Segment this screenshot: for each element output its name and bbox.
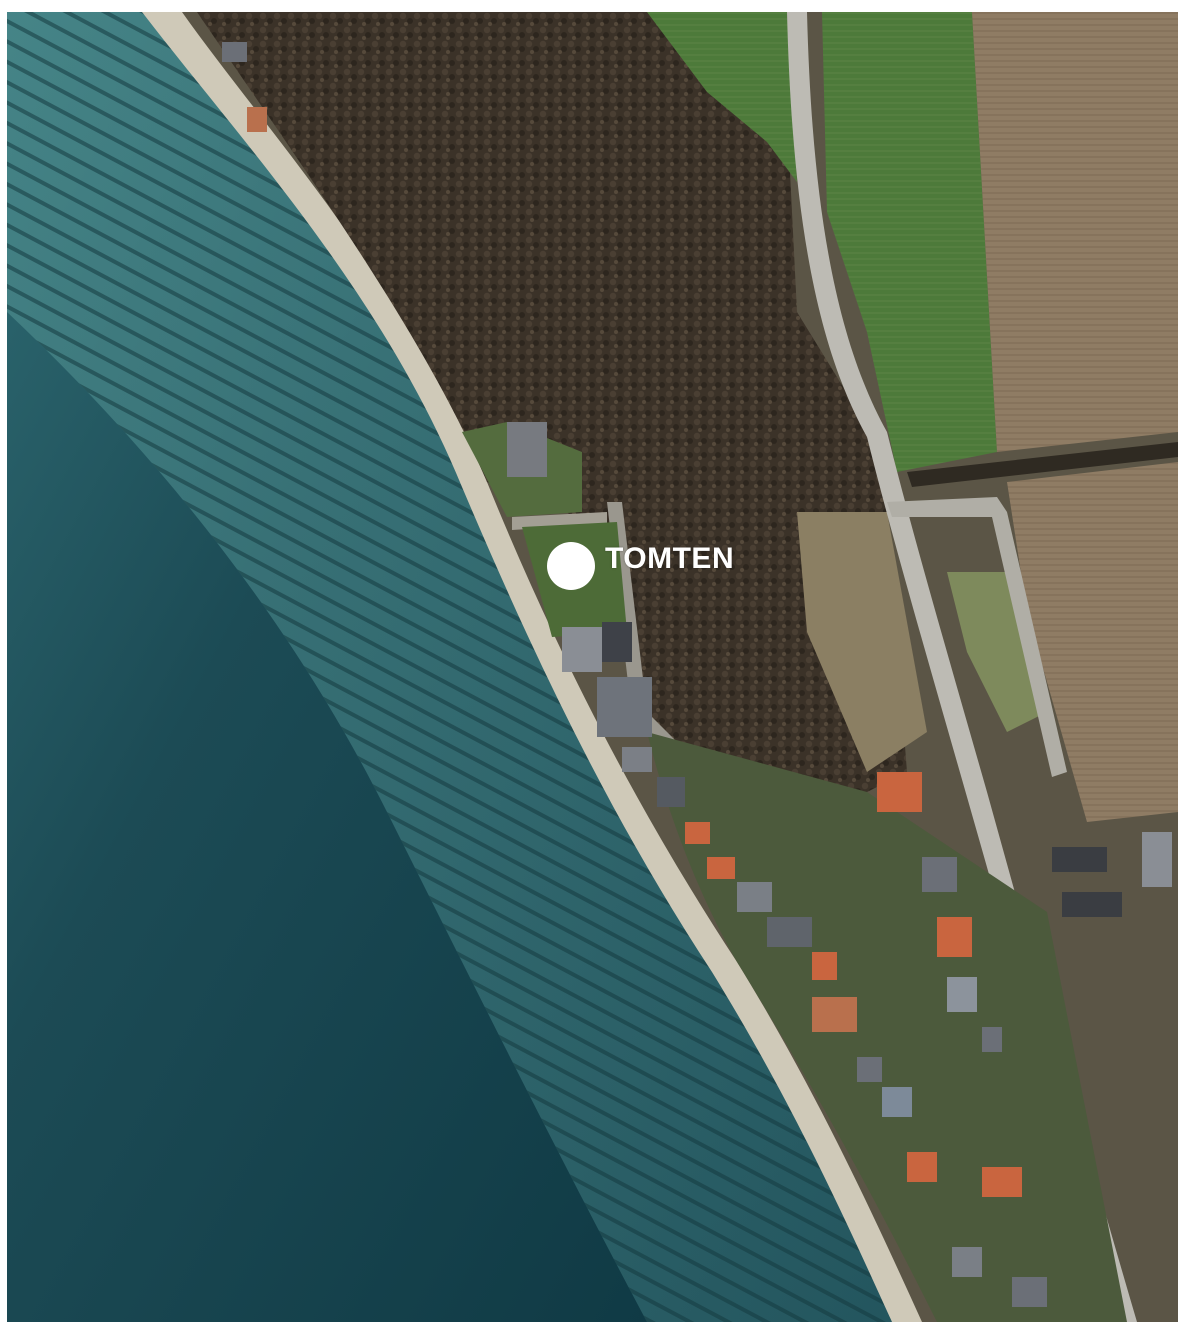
aerial-photo [7,12,1178,1322]
plot-label: TOMTEN [605,542,735,575]
aerial-map[interactable] [7,12,1178,1322]
location-dot-icon[interactable] [547,542,595,590]
